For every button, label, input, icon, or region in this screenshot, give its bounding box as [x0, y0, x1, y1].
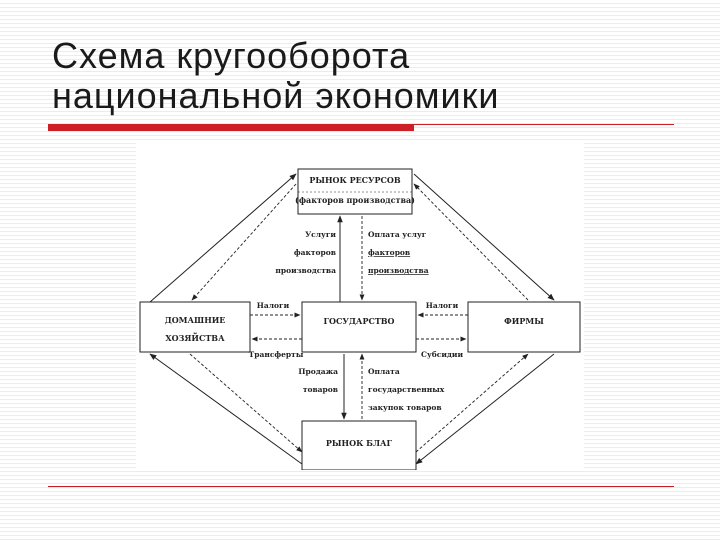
government-box	[301, 301, 417, 353]
slide-title-line-1: Схема кругооборота	[52, 35, 411, 76]
label-gov-purchases-2: государственных	[368, 385, 445, 394]
label-gov-purchases-3: закупок товаров	[368, 403, 442, 412]
resource-market-subtitle: (факторов производства)	[295, 195, 415, 205]
government-title: ГОСУДАРСТВО	[323, 316, 394, 326]
label-factor-services-2: факторов	[294, 248, 336, 257]
label-factor-services-1: Услуги	[305, 230, 336, 239]
diagram-svg: РЫНОК РЕСУРСОВ (факторов производства) Д…	[139, 168, 581, 471]
label-transfers: Трансферты	[249, 350, 304, 359]
footer-rule	[48, 486, 674, 487]
label-subsidies: Субсидии	[421, 350, 463, 359]
arrow-resources-to-households-dashed	[191, 183, 297, 301]
slide-title: Схема кругооборота национальной экономик…	[52, 36, 652, 116]
label-firm-taxes: Налоги	[426, 301, 459, 310]
goods-market-title: РЫНОК БЛАГ	[326, 438, 393, 448]
arrow-resources-to-firms	[413, 173, 555, 301]
label-factor-services-3: производства	[275, 266, 336, 275]
resource-market-title: РЫНОК РЕСУРСОВ	[309, 175, 401, 185]
firms-title: ФИРМЫ	[504, 316, 544, 326]
arrow-firms-to-goods	[415, 353, 555, 465]
arrow-households-to-goods-dashed	[189, 353, 303, 453]
firms-box	[467, 301, 581, 353]
title-underline-accent	[48, 124, 414, 131]
goods-market-box	[301, 420, 417, 471]
label-household-taxes: Налоги	[257, 301, 290, 310]
slide-title-line-2: национальной экономики	[52, 75, 500, 116]
label-gov-purchases-1: Оплата	[368, 367, 400, 376]
circular-flow-diagram: РЫНОК РЕСУРСОВ (факторов производства) Д…	[136, 142, 584, 471]
label-factor-payment-1: Оплата услуг	[368, 230, 427, 239]
households-title-line-1: ДОМАШНИЕ	[165, 315, 226, 325]
arrow-firms-to-resources-dashed	[413, 183, 529, 301]
label-factor-payment-2: факторов	[368, 248, 410, 257]
label-goods-sale-1: Продажа	[298, 367, 338, 376]
label-goods-sale-2: товаров	[303, 385, 338, 394]
label-factor-payment-3: производства	[368, 266, 429, 275]
resource-market-box	[297, 168, 413, 215]
households-box	[139, 301, 251, 353]
arrow-households-to-resources	[149, 173, 297, 303]
households-title-line-2: ХОЗЯЙСТВА	[165, 333, 225, 343]
arrow-goods-to-households	[149, 353, 303, 465]
